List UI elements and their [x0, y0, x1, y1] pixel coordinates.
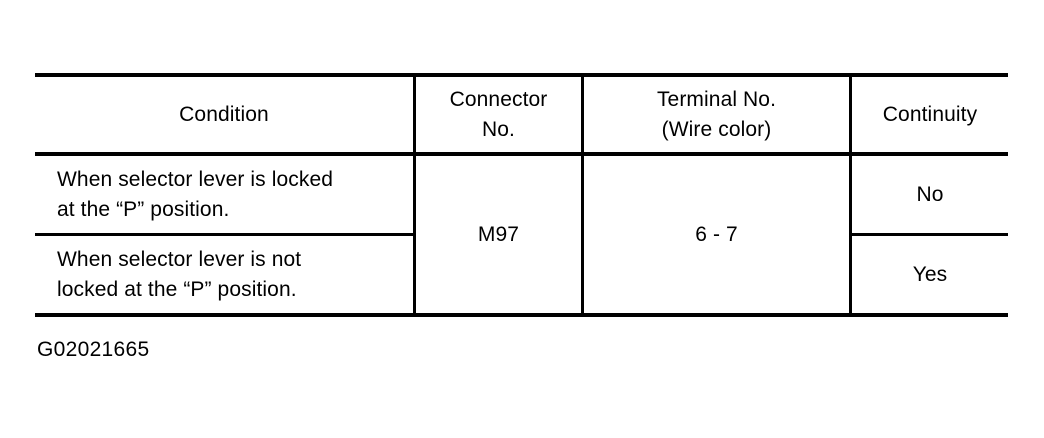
table-bottom-rule — [35, 313, 1008, 317]
merged-connector-no-value: M97 — [477, 222, 520, 246]
table-row-2-continuity-value: Yes — [912, 262, 948, 286]
row-separator-left — [35, 233, 413, 236]
table-row-2-continuity-cell: Yes — [852, 236, 1008, 313]
merged-terminal-no-value: 6 - 7 — [695, 222, 738, 246]
table-row-1-condition-text: When selector lever is locked at the “P”… — [57, 165, 333, 225]
column-header-continuity-label: Continuity — [882, 102, 978, 126]
table-row-2-condition-line2: locked at the “P” position. — [57, 277, 297, 301]
table-row-1-condition-line2: at the “P” position. — [57, 197, 230, 221]
table-top-rule — [35, 73, 1008, 77]
column-header-terminal-no-line2: (Wire color) — [661, 117, 772, 141]
table-row-1-continuity-value: No — [916, 182, 944, 206]
merged-terminal-no-cell: 6 - 7 — [584, 156, 849, 313]
row-separator-right — [849, 233, 1008, 236]
table-row-2-condition-cell: When selector lever is not locked at the… — [57, 236, 409, 313]
column-divider-terminal-continuity — [849, 75, 852, 315]
column-header-terminal-no-label: Terminal No. (Wire color) — [657, 85, 776, 145]
column-header-connector-no-line1: Connector — [449, 87, 548, 111]
column-header-connector-no: Connector No. — [416, 77, 581, 152]
column-header-connector-no-label: Connector No. — [450, 85, 548, 145]
table-row-2-condition-text: When selector lever is not locked at the… — [57, 245, 301, 305]
column-header-continuity: Continuity — [852, 77, 1008, 152]
column-header-terminal-no: Terminal No. (Wire color) — [584, 77, 849, 152]
table-header-separator — [35, 152, 1008, 156]
table-row-1-continuity-cell: No — [852, 156, 1008, 233]
continuity-table: Condition Connector No. Terminal No. (Wi… — [35, 73, 1008, 317]
column-divider-condition-connector — [413, 75, 416, 315]
column-header-condition: Condition — [35, 77, 413, 152]
merged-connector-no-cell: M97 — [416, 156, 581, 313]
figure-caption: G02021665 — [37, 338, 150, 361]
column-header-terminal-no-line1: Terminal No. — [656, 87, 777, 111]
column-header-condition-label: Condition — [179, 102, 269, 126]
column-header-connector-no-line2: No. — [482, 117, 515, 141]
table-row-2-condition-line1: When selector lever is not — [57, 247, 302, 271]
table-row-1-condition-line1: When selector lever is locked — [57, 167, 334, 191]
table-row-1-condition-cell: When selector lever is locked at the “P”… — [57, 156, 409, 233]
column-divider-connector-terminal — [581, 75, 584, 315]
